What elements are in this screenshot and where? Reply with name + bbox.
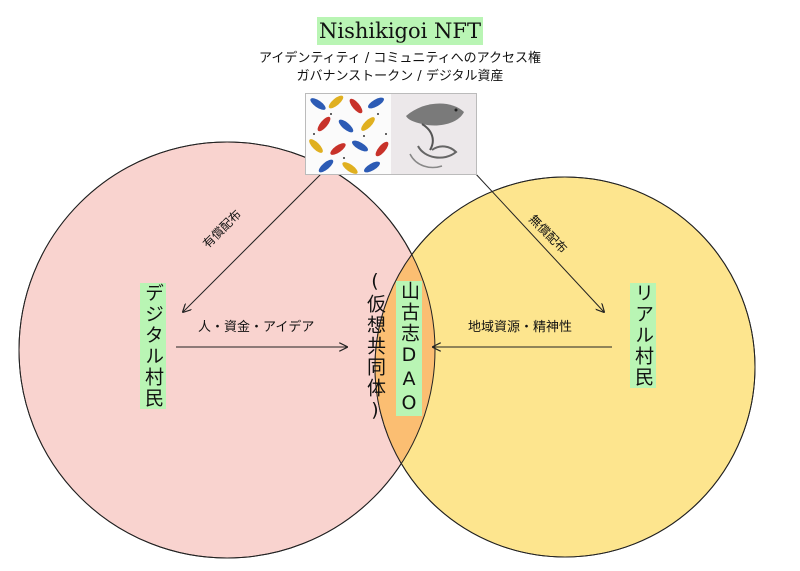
- node-real-villager: リアル村民: [630, 283, 656, 388]
- nft-image-pair: [305, 93, 477, 175]
- node-digital-villager: デジタル村民: [140, 283, 166, 409]
- arrow-paid-distribution: [183, 171, 324, 312]
- node-dao-subtitle: (仮想共同体): [364, 270, 386, 423]
- koi-ink-art: [406, 103, 464, 169]
- node-dao: 山古志DAO: [396, 281, 422, 416]
- diagram-title: Nishikigoi NFT: [317, 17, 483, 45]
- arrow-free-distribution: [473, 171, 604, 312]
- label-digital-to-dao: 人・資金・アイデア: [198, 320, 315, 335]
- subtitle-line-1: アイデンティティ / コミュニティへのアクセス権: [258, 51, 541, 66]
- label-real-to-dao: 地域資源・精神性: [468, 320, 573, 335]
- right-circle-outline: [374, 176, 756, 558]
- subtitle-line-2: ガバナンストークン / デジタル資産: [296, 69, 504, 84]
- nft-artwork: [306, 94, 476, 174]
- koi-pattern-art: [309, 95, 389, 174]
